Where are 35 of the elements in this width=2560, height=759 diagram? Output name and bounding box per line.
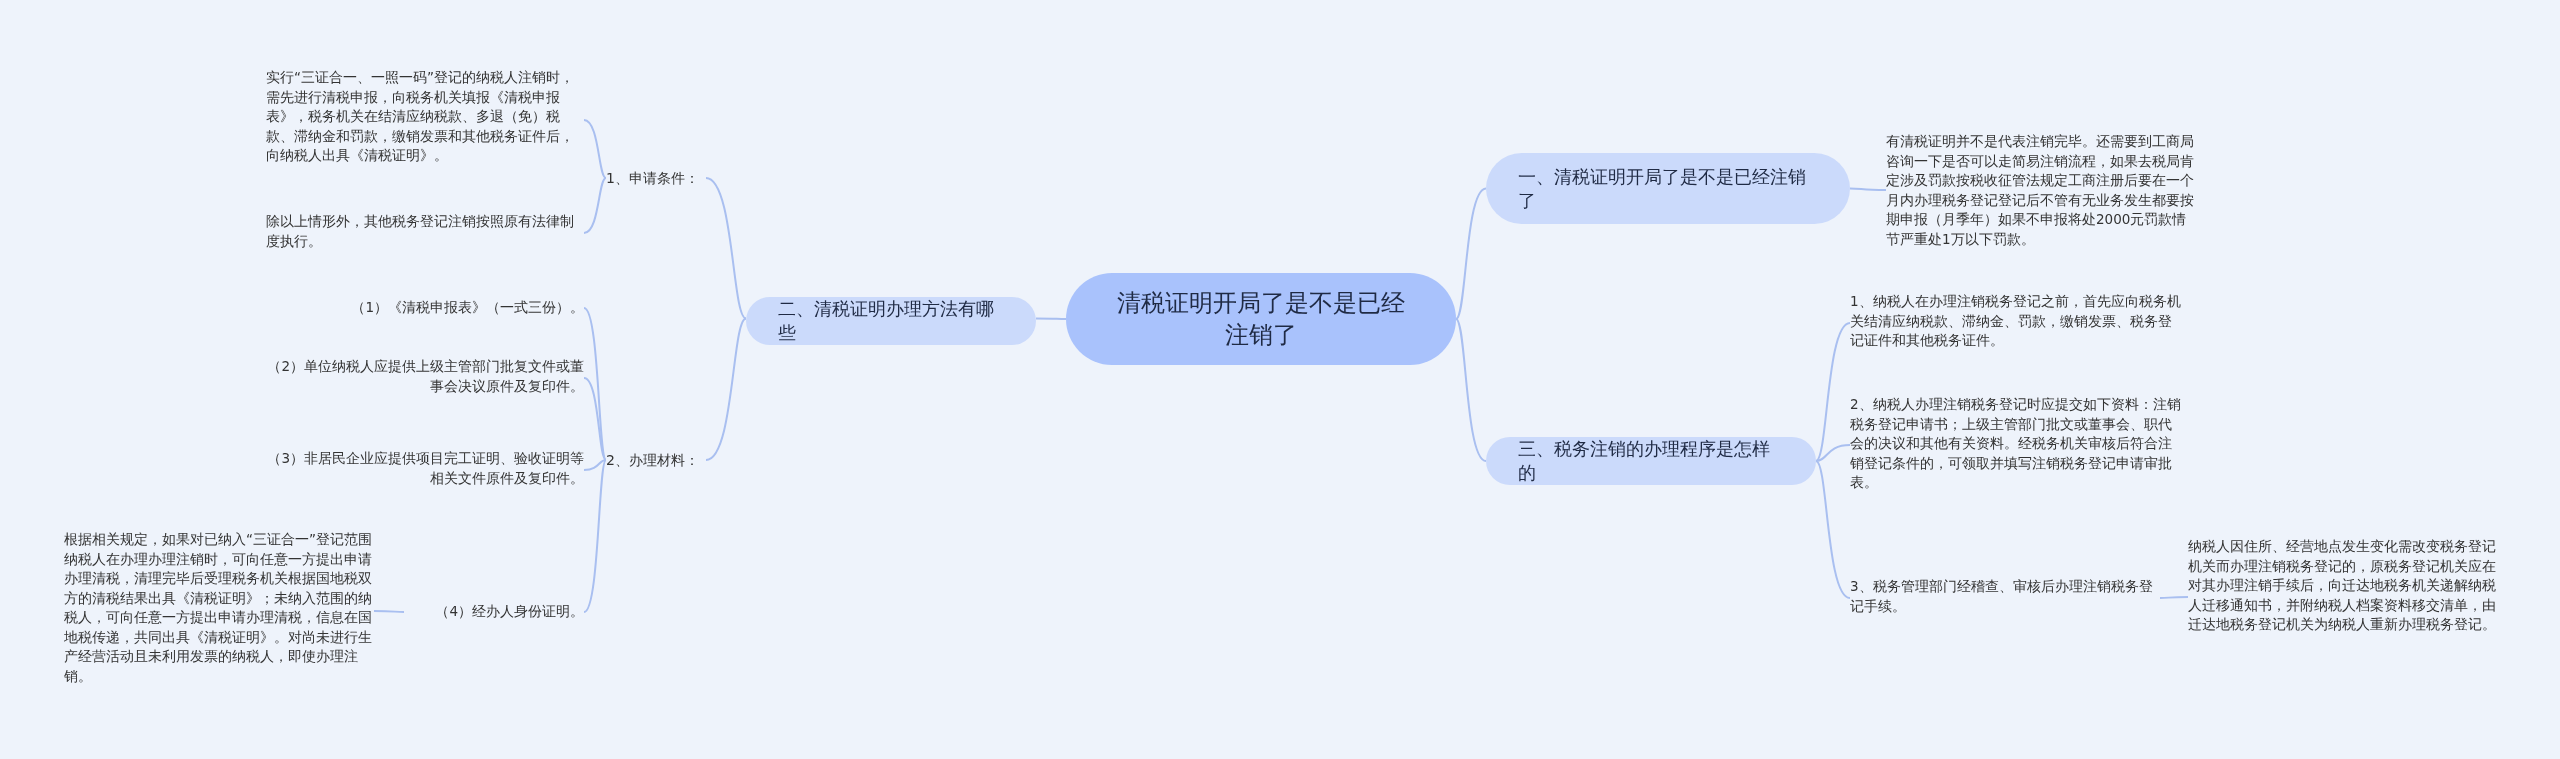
note-text: 实行“三证合一、一照一码”登记的纳税人注销时，需先进行清税申报，向税务机关填报《清税申报表》，税务机关在结清应纳税款、多退（免）税款、滞纳金和罚款，缴销发票和其他税务证件后，向纳税人出具《清税证明》。 — [266, 68, 584, 172]
topic-pill: 三、税务注销的办理程序是怎样的 — [1486, 437, 1816, 485]
connector-line — [705, 177, 747, 320]
note-text: （3）非居民企业应提供项目完工证明、验收证明等相关文件原件及复印件。 — [266, 449, 584, 491]
note-text: 1、纳税人在办理注销税务登记之前，首先应向税务机关结清应纳税款、滞纳金、罚款，缴销发票、税务登记证件和其他税务证件。 — [1850, 292, 2184, 354]
connector-line — [705, 317, 747, 461]
note-text: 除以上情形外，其他税务登记注销按照原有法律制度执行。 — [266, 212, 584, 254]
connector-line — [583, 307, 607, 461]
note-text: 有清税证明并不是代表注销完毕。还需要到工商局咨询一下是否可以走简易注销流程，如果去税局肯定涉及罚款按税收征管法规定工商注册后要在一个月内办理税务登记登记后不管有无业务发生都要按期申报（月季年）如果不申报将处2000元罚款情节严重处1万以下罚款。 — [1886, 132, 2200, 249]
connector-line — [583, 377, 607, 461]
connector-line — [1849, 187, 1887, 191]
connector-line — [1455, 318, 1487, 462]
connector-line — [1035, 317, 1067, 320]
note-text: 根据相关规定，如果对已纳入“三证合一”登记范围纳税人在办理办理注销时，可向任意一方提出申请办理清税，清理完毕后受理税务机关根据国地税双方的清税结果出具《清税证明》；未纳入范围的纳税人，可向任意一方提出申请办理清税，信息在国地税传递，共同出具《清税证明》。对尚未进行生产经营活动且未利用发票的纳税人，即使办理注销。 — [64, 530, 374, 692]
root-topic-pill: 清税证明开局了是不是已经注销了 — [1066, 273, 1456, 365]
connector-line — [583, 459, 607, 471]
connector-line — [1815, 444, 1851, 462]
note-text: （4）经办人身份证明。 — [404, 602, 584, 622]
note-text: （1）《清税申报表》（一式三份）。 — [266, 298, 584, 318]
connector-line — [1815, 322, 1851, 462]
connector-line — [2159, 596, 2189, 599]
note-text: 3、税务管理部门经稽查、审核后办理注销税务登记手续。 — [1850, 577, 2160, 619]
connector-line — [1815, 460, 1851, 599]
subtopic-text: 1、申请条件： — [606, 168, 706, 188]
note-text: 纳税人因住所、经营地点发生变化需改变税务登记机关而办理注销税务登记的，原税务登记机关应在对其办理注销手续后，向迁达地税务机关递解纳税人迁移通知书，并附纳税人档案资料移交清单，由迁达地税务登记机关为纳税人重新办理税务登记。 — [2188, 537, 2506, 657]
connector-line — [583, 459, 607, 613]
connector-line — [583, 177, 607, 234]
connector-line — [373, 610, 405, 613]
note-text: 2、纳税人办理注销税务登记时应提交如下资料：注销税务登记申请书；上级主管部门批文或董事会、职代会的决议和其他有关资料。经税务机关审核后符合注销登记条件的，可领取并填写注销税务登记申请审批表。 — [1850, 395, 2184, 495]
topic-pill: 一、清税证明开局了是不是已经注销了 — [1486, 153, 1850, 224]
connector-line — [583, 119, 607, 179]
connector-line — [1455, 187, 1487, 320]
note-text: （2）单位纳税人应提供上级主管部门批复文件或董事会决议原件及复印件。 — [266, 357, 584, 399]
topic-pill: 二、清税证明办理方法有哪些 — [746, 297, 1036, 345]
subtopic-text: 2、办理材料： — [606, 450, 706, 470]
